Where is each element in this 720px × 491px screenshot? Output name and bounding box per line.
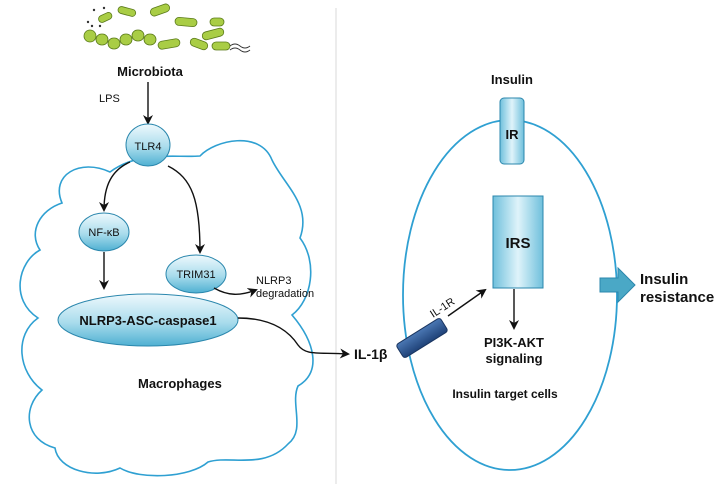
arrow-inflammasome-to-il1b [237, 317, 350, 359]
trim31-node [165, 254, 227, 294]
tlr4-node [125, 123, 171, 167]
pi3k-akt-line2: signaling [485, 351, 542, 366]
il1b-label: IL-1β [354, 346, 388, 362]
macrophage-membrane [19, 139, 314, 477]
arrow-tlr4-to-nfkb [99, 161, 131, 212]
arrow-il1r-to-irs [447, 288, 487, 317]
resistance-arrow-icon [599, 266, 636, 304]
insulin-resistance-line2: resistance [640, 289, 714, 306]
trim31-label: TRIM31 [176, 269, 215, 281]
ir-receptor [499, 97, 525, 165]
nlrp3-degradation-line1: NLRP3 [256, 275, 291, 287]
irs-label: IRS [505, 235, 530, 252]
arrow-trim31-to-degradation [213, 287, 258, 298]
il1r-label: IL-1R [428, 296, 457, 321]
insulin-resistance-line1: Insulin [640, 271, 688, 288]
inflammasome-node [57, 293, 239, 347]
tlr4-label: TLR4 [135, 141, 162, 153]
macrophages-label: Macrophages [138, 376, 222, 391]
nlrp3-degradation-line2: degradation [256, 288, 314, 300]
nfkb-node [78, 212, 130, 252]
irs-box [492, 195, 544, 289]
il1r-receptor [396, 318, 448, 358]
nfkb-label: NF-κB [88, 227, 119, 239]
bacteria-cluster-icon [83, 3, 251, 53]
ir-label: IR [506, 127, 520, 142]
insulin-target-cell [402, 119, 618, 471]
insulin-target-cells-label: Insulin target cells [452, 387, 558, 401]
inflammasome-label: NLRP3-ASC-caspase1 [79, 313, 216, 328]
microbiota-label: Microbiota [117, 64, 183, 79]
lps-label: LPS [99, 93, 120, 105]
insulin-label: Insulin [491, 72, 533, 87]
pi3k-akt-line1: PI3K-AKT [484, 335, 544, 350]
arrow-tlr4-to-trim31 [167, 165, 205, 254]
